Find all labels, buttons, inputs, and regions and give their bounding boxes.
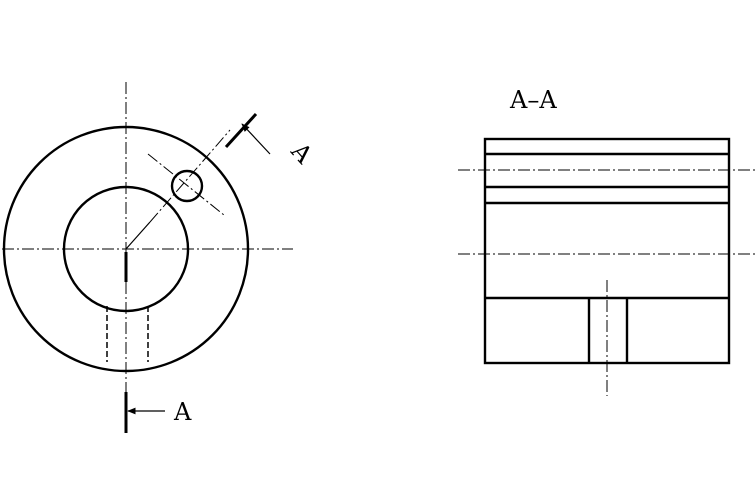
section-view-title: A–A bbox=[509, 86, 557, 114]
outer-circle bbox=[2, 125, 250, 373]
section-label-diagonal: A bbox=[285, 137, 319, 170]
cutting-plane-segment-inner bbox=[125, 221, 151, 250]
section-label-vertical: A bbox=[173, 398, 192, 426]
front-view: A A bbox=[2, 82, 318, 433]
section-view: A–A bbox=[458, 86, 756, 396]
bore-circle bbox=[62, 185, 190, 313]
radial-hole-circle bbox=[170, 169, 204, 203]
radial-hole-centerline bbox=[147, 153, 225, 216]
cutting-plane-diagonal-end bbox=[224, 112, 258, 149]
section-arrow-diagonal bbox=[241, 123, 271, 155]
section-outline bbox=[483, 137, 731, 365]
cutting-plane-diagonal bbox=[149, 129, 231, 223]
